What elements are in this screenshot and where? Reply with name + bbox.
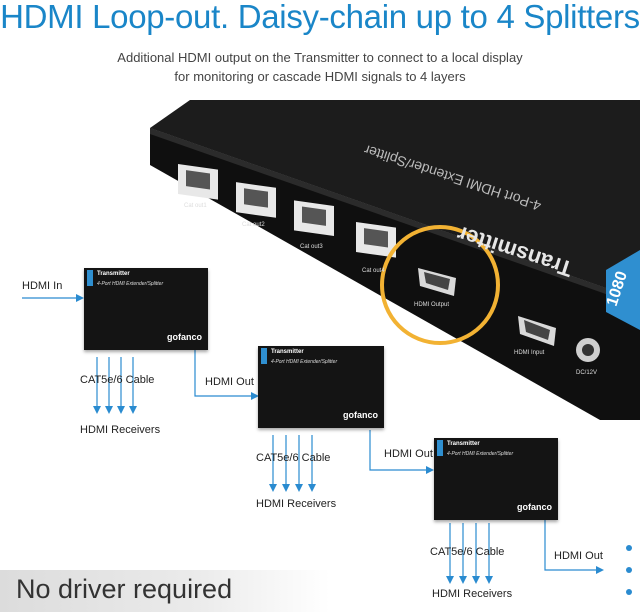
resolution-badge-bg	[606, 250, 640, 330]
unit-title: Transmitter	[97, 271, 130, 277]
receivers-label-1: HDMI Receivers	[80, 424, 161, 436]
hdmi-output-highlight	[380, 225, 500, 345]
unit-subtitle: 4-Port HDMI Extender/Splitter	[97, 281, 164, 287]
gofanco-logo: gofanco	[167, 332, 202, 342]
cat-port-label-2: Cat out2	[242, 222, 265, 228]
cat-port-4	[356, 222, 396, 258]
device-top-face	[150, 100, 640, 300]
footer-banner: No driver required	[0, 570, 330, 612]
cat-port-label-3: Cat out3	[300, 244, 323, 250]
power-label: DC/12V	[576, 370, 598, 376]
hdmi-out-label-3: HDMI Out	[554, 550, 603, 562]
cat-port-label-1: Cat out1	[184, 203, 207, 209]
unit-badge	[437, 440, 443, 456]
subtitle-line-1: Additional HDMI output on the Transmitte…	[117, 50, 523, 65]
subtitle-line-2: for monitoring or cascade HDMI signals t…	[174, 69, 466, 84]
unit-badge	[261, 348, 267, 364]
cable-label-2: CAT5e/6 Cable	[256, 452, 331, 464]
hdmi-output-label: HDMI Output	[414, 302, 450, 308]
receivers-label-3: HDMI Receivers	[432, 588, 513, 600]
cat-port-1	[178, 164, 218, 200]
headline: HDMI Loop-out. Daisy-chain up to 4 Split…	[0, 0, 640, 35]
splitter-unit-3: Transmitter 4-Port HDMI Extender/Splitte…	[434, 438, 558, 520]
gofanco-logo: gofanco	[517, 502, 552, 512]
unit-subtitle: 4-Port HDMI Extender/Splitter	[271, 359, 338, 365]
cat-port-label-4: Cat out4	[362, 268, 385, 274]
cat-port-3	[294, 200, 334, 236]
splitter-unit-1: Transmitter 4-Port HDMI Extender/Splitte…	[84, 268, 208, 350]
continuation-dot	[626, 589, 632, 595]
unit-title: Transmitter	[271, 349, 304, 355]
cable-label-3: CAT5e/6 Cable	[430, 546, 505, 558]
footer-text: No driver required	[16, 574, 233, 604]
cable-label-1: CAT5e/6 Cable	[80, 374, 155, 386]
unit-badge	[87, 270, 93, 286]
splitter-unit-2: Transmitter 4-Port HDMI Extender/Splitte…	[258, 346, 384, 428]
continuation-dot	[626, 545, 632, 551]
receivers-label-2: HDMI Receivers	[256, 498, 337, 510]
hdmi-out-label-1: HDMI Out	[205, 376, 254, 388]
hdmi-out-label-2: HDMI Out	[384, 448, 433, 460]
hdmi-input-label: HDMI Input	[514, 350, 545, 356]
unit-subtitle: 4-Port HDMI Extender/Splitter	[447, 451, 514, 457]
hdmi-in-label: HDMI In	[22, 280, 63, 292]
unit-title: Transmitter	[447, 441, 480, 447]
continuation-dot	[626, 567, 632, 573]
cat-port-2	[236, 182, 276, 218]
gofanco-logo: gofanco	[343, 410, 378, 420]
